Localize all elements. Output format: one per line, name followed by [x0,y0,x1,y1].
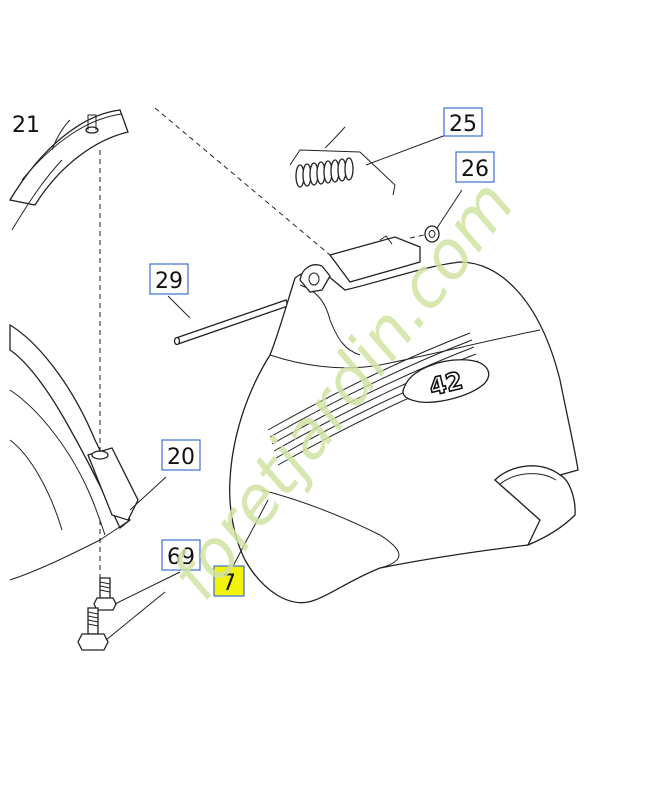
callout-25: 25 [449,112,477,137]
part-7-discharge-cover: 42 [229,235,579,604]
callout-69-box [161,539,201,571]
part-21-deck-housing [8,109,129,231]
part-26-washer [409,225,440,243]
leader-69a [114,571,181,605]
callout-7-box [213,565,245,597]
leader-20 [129,476,167,511]
part-25-spring [289,126,396,196]
callout-20-box [161,439,201,471]
leader-26 [436,189,463,229]
part-20-deck-edge [9,323,139,581]
leader-69b [105,591,166,641]
callout-7: 7 [222,571,236,596]
callout-25-box [443,107,483,137]
callout-20: 20 [167,445,195,470]
callout-29-box [149,263,189,295]
leader-7 [231,499,269,569]
leader-25 [365,134,447,166]
badge-42: 42 [402,359,490,403]
callout-26: 26 [461,157,489,182]
alignment-line-diagonal [154,107,331,256]
part-29-rod [173,299,289,346]
callout-26-box [455,151,495,183]
callout-29: 29 [155,269,183,294]
part-69-bolts [77,577,117,651]
callout-21: 21 [12,113,40,138]
callout-69: 69 [167,545,195,570]
leader-29 [167,295,191,319]
